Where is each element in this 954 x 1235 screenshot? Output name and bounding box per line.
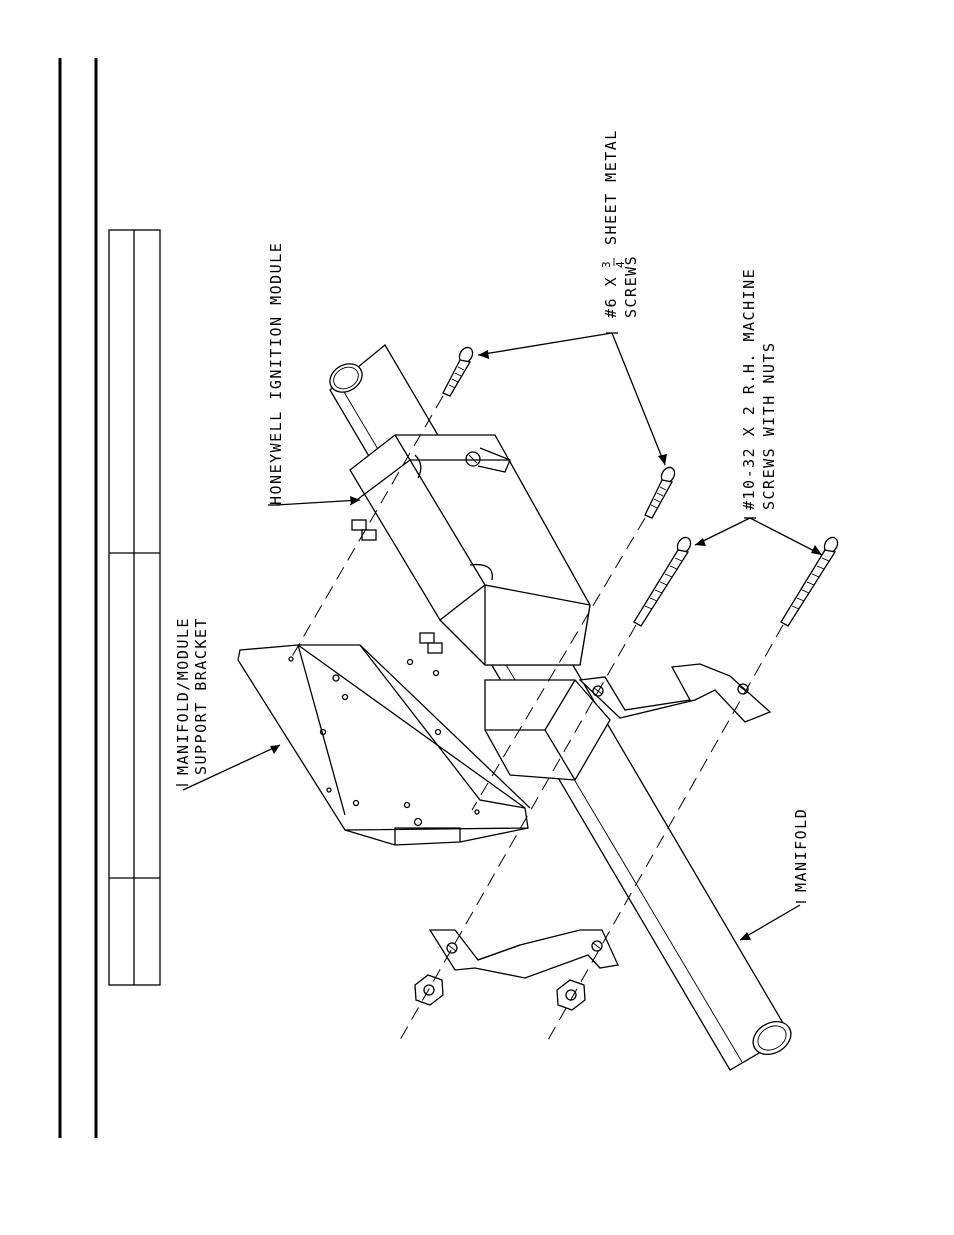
label-sheet-metal-screws-line1: #6 X [602, 276, 620, 318]
machine-screw-upper [634, 535, 693, 626]
manifold-module-support-bracket [238, 645, 530, 845]
label-sheet-metal: SHEET METAL [602, 129, 620, 245]
label-fraction-numerator: 3 [600, 260, 613, 268]
sheet-metal-screw-upper [443, 345, 475, 396]
label-honeywell-ignition-module: HONEYWELL IGNITION MODULE [267, 242, 285, 505]
label-manifold: MANIFOLD [792, 808, 810, 892]
label-machine-screws-line2: SCREWS WITH NUTS [760, 342, 778, 511]
ignition-module [350, 435, 590, 665]
label-bracket-line1: MANIFOLD/MODULE [174, 617, 192, 775]
label-sheet-metal-screws-line2: SCREWS [622, 255, 640, 318]
label-bracket-line2: SUPPORT BRACKET [192, 617, 210, 775]
hex-nut-right [557, 980, 585, 1010]
title-block [109, 230, 160, 985]
page-border [60, 58, 96, 1138]
label-sheet-metal-screws-prefix: #6 X [602, 276, 620, 318]
label-machine-screws-line1: #10-32 X 2 R.H. MACHINE [740, 268, 758, 510]
sheet-metal-screw-lower [645, 465, 677, 518]
